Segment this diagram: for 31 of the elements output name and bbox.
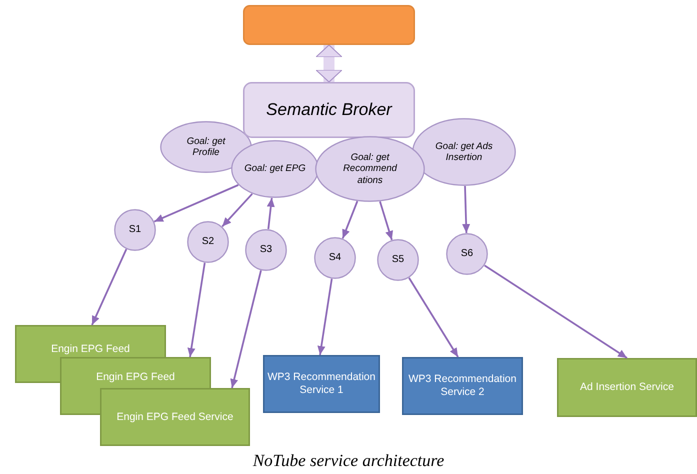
arrow xyxy=(317,278,333,356)
box-label: Ad Insertion Service xyxy=(579,381,675,394)
arrow xyxy=(154,184,239,222)
figure-caption: NoTube service architecture xyxy=(252,451,446,471)
double-arrow xyxy=(316,44,342,82)
box-label: Engin EPG Feed xyxy=(50,342,131,356)
broker-title: Semantic Broker xyxy=(265,100,394,120)
arrow xyxy=(187,262,206,358)
arrow xyxy=(230,270,262,388)
arrow xyxy=(266,198,275,230)
arrow xyxy=(342,200,358,239)
service-id-label: S2 xyxy=(200,236,216,248)
goal-label: Goal: get EPG xyxy=(243,163,307,175)
box-label: WP3 Recommendation Service 1 xyxy=(266,371,376,397)
goal-label: Goal: get Ads Insertion xyxy=(434,140,494,164)
service-id-label: S3 xyxy=(258,244,274,256)
goal-label: Goal: get Recommend ations xyxy=(342,152,398,186)
box-label: WP3 Recommendation Service 2 xyxy=(408,373,518,399)
arrow xyxy=(379,201,393,240)
goal-label: Goal: get Profile xyxy=(186,136,226,158)
service-id-label: S4 xyxy=(328,252,342,264)
arrow xyxy=(408,277,459,358)
arrow xyxy=(91,248,128,326)
service-id-label: S6 xyxy=(460,248,474,260)
arrow xyxy=(222,193,253,228)
service-id-label: S1 xyxy=(128,224,142,236)
arrow xyxy=(462,186,470,234)
service-id-label: S5 xyxy=(390,254,406,266)
arrow xyxy=(484,264,628,359)
box-label: Engin EPG Feed xyxy=(95,370,176,384)
box-label: Engin EPG Feed Service xyxy=(116,410,234,424)
